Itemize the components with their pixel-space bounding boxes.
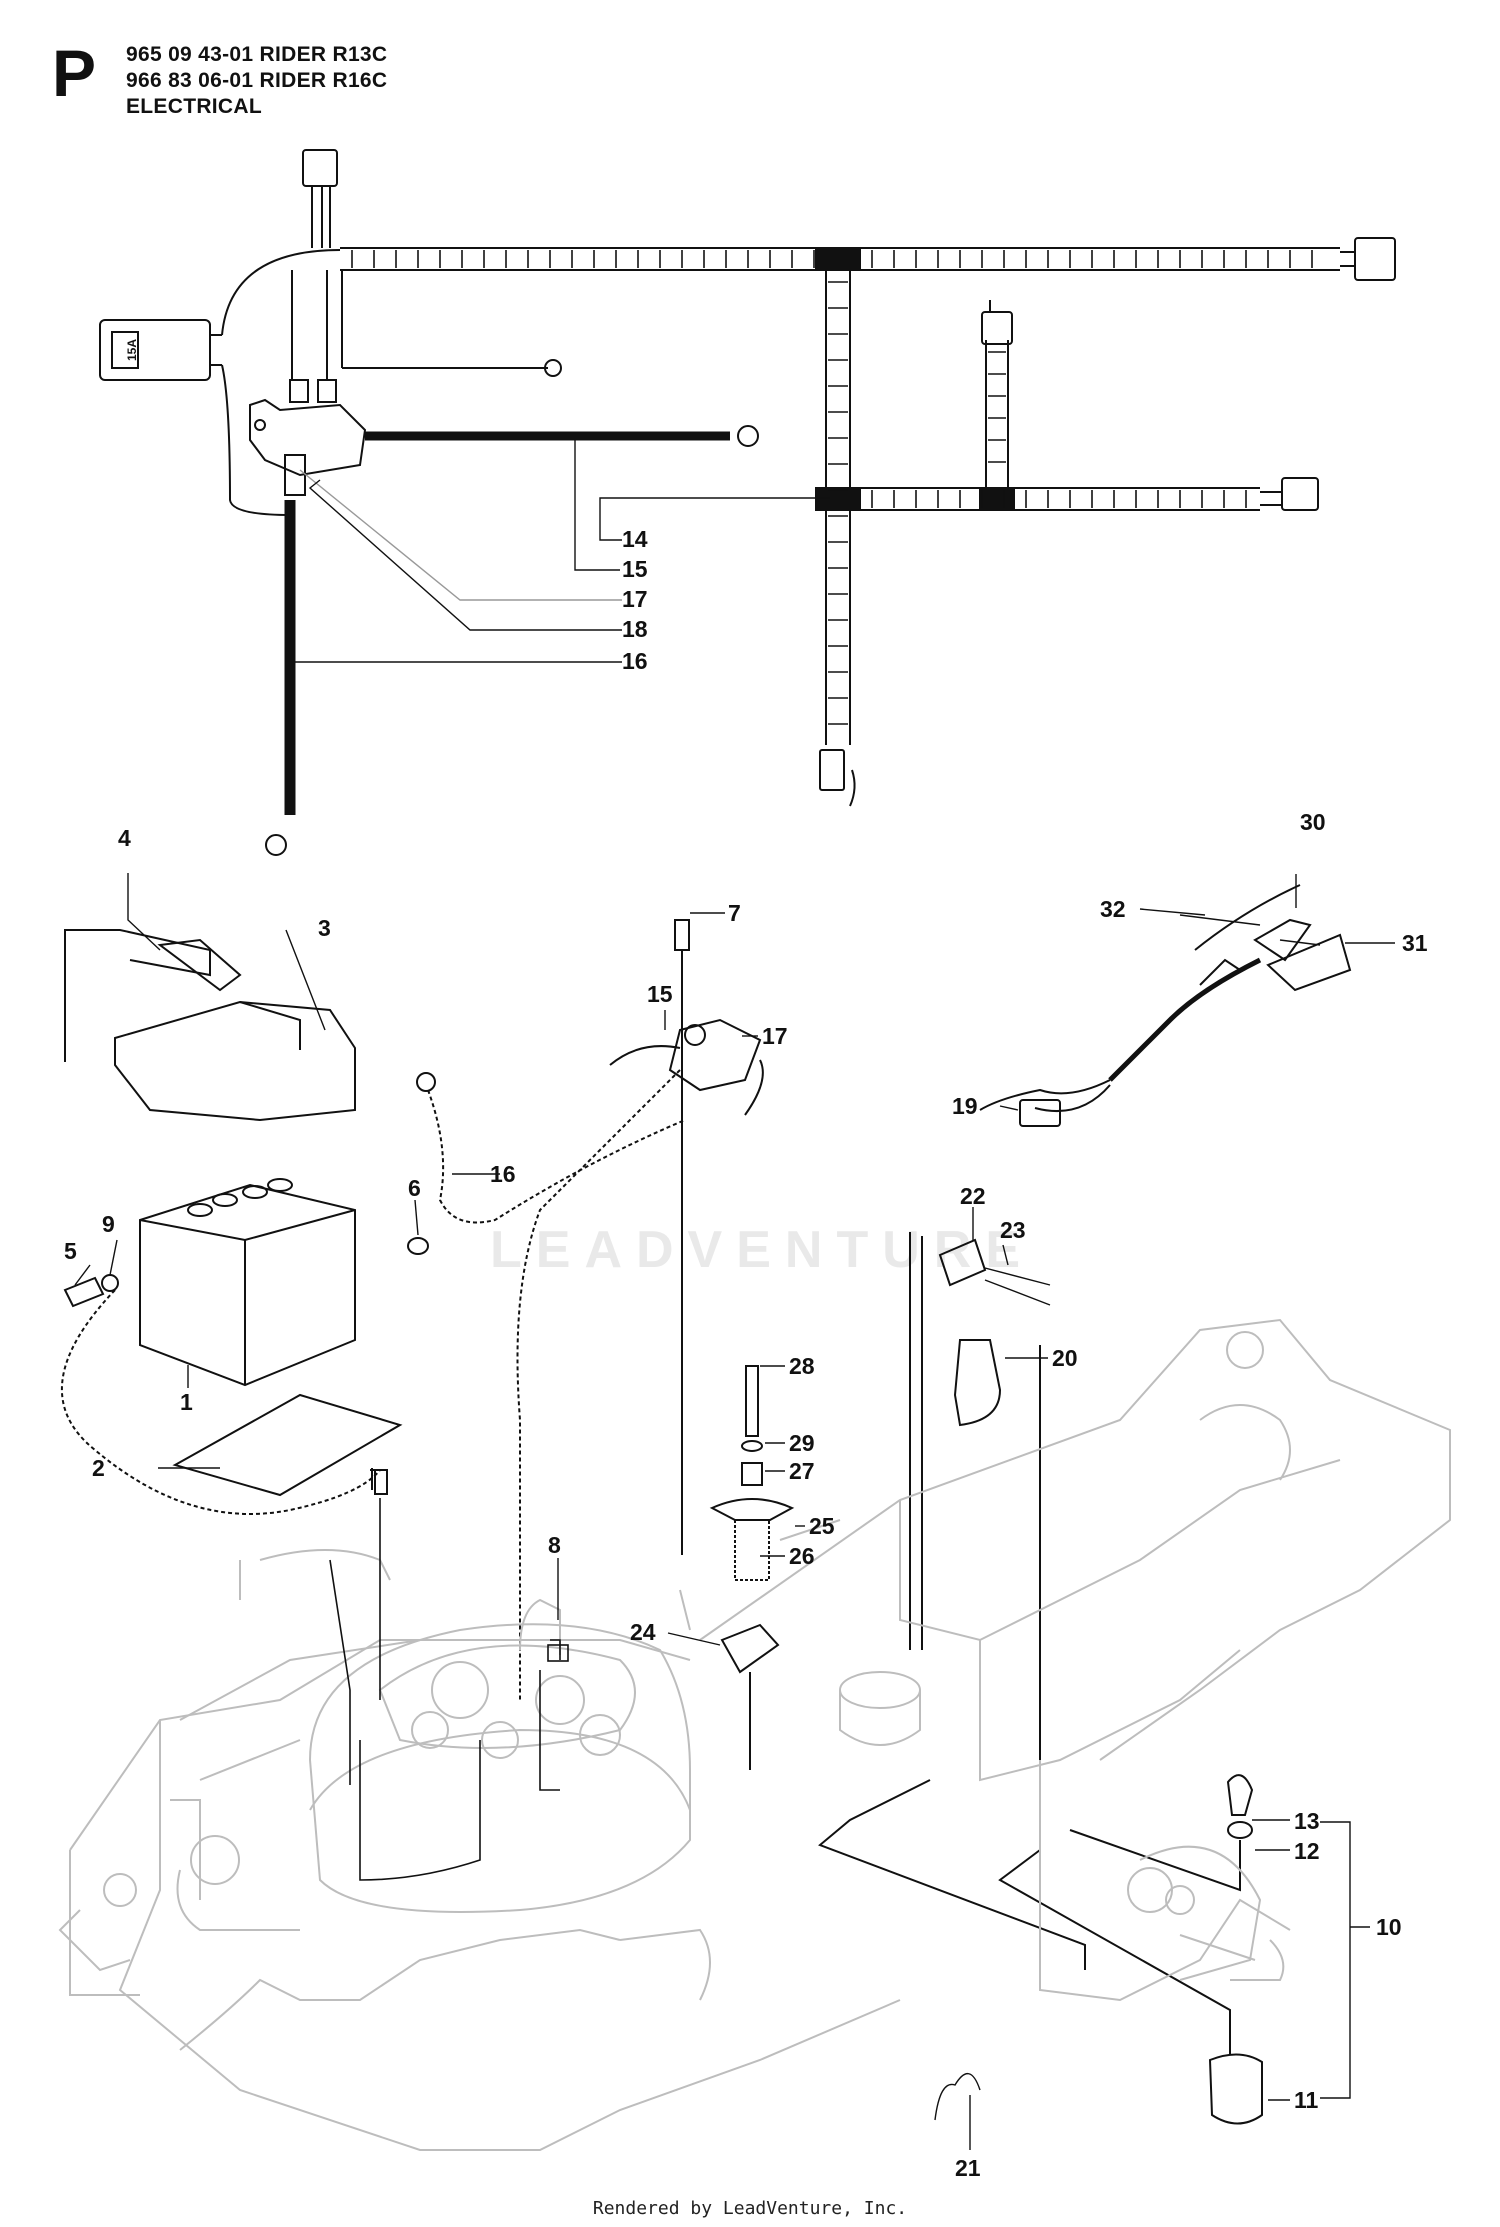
leader-lines-top [295, 440, 830, 663]
callout-23: 23 [1000, 1217, 1026, 1243]
fuse-holder [99, 249, 341, 516]
starter-solenoid [249, 270, 548, 496]
callout-30: 30 [1300, 809, 1326, 835]
callout-8: 8 [548, 1532, 561, 1558]
connector-bottom [819, 749, 845, 791]
connector-right-top [1354, 237, 1396, 281]
harness-mid-branch [850, 487, 1260, 511]
wiring-harness: 15A [99, 149, 1396, 856]
connector-right-mid [1281, 477, 1319, 511]
harness-sleeve-segments [351, 250, 1313, 725]
battery-mat [172, 1393, 403, 1497]
seat-switch-cover [953, 1339, 1002, 1427]
callout-13: 13 [1294, 1808, 1320, 1834]
callout-22: 22 [960, 1183, 986, 1209]
seat-switch-assembly [909, 1232, 1051, 1760]
battery [139, 1183, 356, 1387]
callout-27: 27 [789, 1458, 815, 1484]
battery-cable-right [365, 425, 759, 447]
callout-2: 2 [92, 1455, 105, 1481]
connector-upper-branch [981, 311, 1013, 345]
callout-32: 32 [1100, 896, 1126, 922]
callout-10: 10 [1376, 1914, 1402, 1940]
callout-5: 5 [64, 1238, 77, 1264]
ground-cable-down [265, 500, 296, 856]
callout-15: 15 [622, 556, 648, 582]
battery-ring-terminal [101, 1274, 119, 1292]
callout-6: 6 [408, 1175, 421, 1201]
bolt-twenty-eight [745, 1365, 759, 1437]
callout-17b: 17 [762, 1023, 788, 1049]
harness-junction-branch [979, 487, 1015, 511]
harness-upper-branch [985, 340, 1009, 488]
indicator-base [1208, 2053, 1263, 2125]
connector-top-plug [302, 149, 338, 187]
battery-positive-cable [427, 1089, 686, 1224]
callout-28: 28 [789, 1353, 815, 1379]
callout-18: 18 [622, 616, 648, 642]
callout-20: 20 [1052, 1345, 1078, 1371]
callout-15b: 15 [647, 981, 673, 1007]
battery-terminal-nut [407, 1237, 429, 1255]
callout-19: 19 [952, 1093, 978, 1119]
callout-9: 9 [102, 1211, 115, 1237]
callout-labels: 14 15 17 18 16 4 3 7 15 17 30 32 31 19 1… [64, 526, 1428, 2181]
callout-29: 29 [789, 1430, 815, 1456]
callout-14: 14 [622, 526, 648, 552]
safety-switch-stack [709, 1365, 795, 1770]
callout-24: 24 [630, 1619, 656, 1645]
callout-31: 31 [1402, 930, 1428, 956]
callout-3: 3 [318, 915, 331, 941]
leader-lines-bottom [74, 873, 1395, 2150]
engine-wiring [329, 1498, 569, 1791]
section-letter: P [52, 36, 97, 110]
battery-hold-down-bracket [64, 929, 211, 1062]
footer-credit: Rendered by LeadVenture, Inc. [592, 2198, 908, 2219]
model-line-1: 965 09 43-01 RIDER R13C [126, 43, 388, 66]
callout-16: 16 [622, 648, 648, 674]
callout-11: 11 [1294, 2087, 1319, 2113]
model-line-2: 966 83 06-01 RIDER R16C [126, 69, 388, 92]
ring-terminal-short [544, 359, 562, 377]
callout-21: 21 [955, 2155, 981, 2181]
switch-connector [1019, 1099, 1061, 1127]
callout-26: 26 [789, 1543, 815, 1569]
bolt-seven [674, 919, 690, 951]
callout-12: 12 [1294, 1838, 1320, 1864]
watermark-text: LEADVENTURE [490, 1221, 1035, 1279]
callout-25: 25 [809, 1513, 835, 1539]
solenoid-mounted [516, 919, 764, 1700]
callout-16b: 16 [490, 1161, 516, 1187]
callout-1: 1 [180, 1389, 193, 1415]
rider-frame [58, 1318, 1451, 2151]
callout-4: 4 [118, 825, 131, 851]
battery-bolt [63, 1276, 105, 1308]
battery-assembly [61, 929, 686, 1515]
harness-junction-mid [815, 487, 861, 511]
battery-cover [114, 1000, 356, 1122]
battery-ground-cable [61, 1289, 381, 1515]
indicator-light-assembly [818, 1774, 1263, 2125]
harness-junction-top [815, 247, 861, 271]
throttle-switch-assembly [979, 884, 1352, 1127]
fuse-rating-label: 15A [125, 339, 139, 361]
callout-17: 17 [622, 586, 648, 612]
section-title: ELECTRICAL [126, 95, 262, 118]
callout-7: 7 [728, 900, 741, 926]
